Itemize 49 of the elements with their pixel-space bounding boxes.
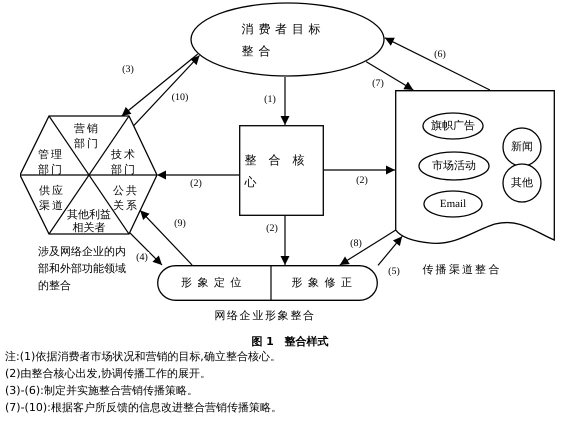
arrow <box>133 55 200 126</box>
arrow <box>366 61 414 91</box>
process-box: 整合核心 <box>239 125 324 216</box>
segment-label: 公共关系 <box>113 182 143 214</box>
arrow <box>280 216 290 265</box>
edge-label: (9) <box>173 218 187 230</box>
note-text: (7)-(10):根据客户所反馈的信息改进整合营销传播策略。 <box>5 401 282 415</box>
note-text: 注:(1)依据消费者市场状况和营销的目标,确立整合核心。 <box>5 350 282 364</box>
ellipse-node: 新闻 <box>502 127 542 167</box>
bar-section: 形象定位 <box>157 265 271 301</box>
edge-label: (7) <box>371 78 385 90</box>
arrow <box>339 230 396 266</box>
segment-label: 其他利益相关者 <box>66 208 112 234</box>
arrow <box>384 37 490 91</box>
arrow <box>140 210 193 266</box>
node-caption: 网络企业形象整合 <box>213 308 317 324</box>
figure-caption: 图 1 整合样式 <box>250 334 330 350</box>
segment-label: 供应渠道 <box>39 182 69 214</box>
edge-label: (8) <box>349 238 363 250</box>
segment-label: 技术部门 <box>111 146 141 178</box>
arrow <box>324 166 395 174</box>
node-caption: 传播渠道整合 <box>421 262 503 278</box>
ellipse-node: 消费者目标整合 <box>190 2 385 77</box>
edge-label: (10) <box>170 92 190 104</box>
edge-label: (2) <box>355 175 369 187</box>
ellipse-node: 其他 <box>502 163 542 203</box>
edge-label: (5) <box>387 266 401 278</box>
edge-label: (3) <box>121 64 135 76</box>
arrow <box>121 54 198 116</box>
edge-label: (4) <box>135 252 149 264</box>
edge-label: (2) <box>265 223 279 235</box>
segment-label: 营销部门 <box>74 120 104 152</box>
edge-label: (6) <box>433 49 447 61</box>
edge-label: (1) <box>263 94 277 106</box>
rounded-bar <box>157 265 378 301</box>
note-text: (3)-(6):制定并实施整合营销传播策略。 <box>5 384 199 398</box>
arrow <box>280 77 290 125</box>
bar-section: 形象修正 <box>271 265 378 301</box>
segment-label: 管理部门 <box>38 146 68 178</box>
note-text: (2)由整合核心出发,协调传播工作的展开。 <box>5 367 212 381</box>
arrow <box>378 236 403 266</box>
ellipse-node: 旗帜广告 <box>422 112 484 140</box>
ellipse-node: 市场活动 <box>418 151 490 181</box>
area-caption: 涉及网络企业的内部和外部功能领域的整合 <box>38 244 127 294</box>
arrow <box>129 232 162 266</box>
arrow <box>157 170 239 180</box>
hexagon-diagram <box>20 115 157 235</box>
ellipse-node: Email <box>423 190 483 218</box>
edge-label: (2) <box>189 178 203 190</box>
